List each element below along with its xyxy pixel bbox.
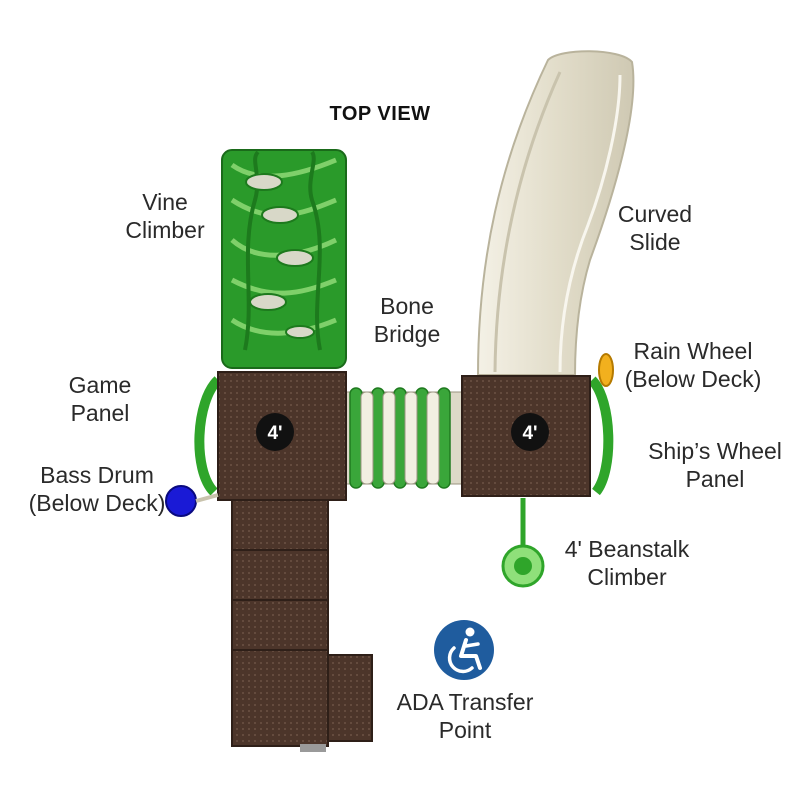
left-deck: 4'	[217, 371, 347, 501]
vine-climber	[221, 149, 347, 369]
ships-wheel-panel	[588, 376, 614, 496]
game-panel	[194, 376, 222, 496]
label-bass-drum: Bass Drum(Below Deck)	[28, 462, 166, 516]
beanstalk-climber	[501, 498, 545, 588]
deck-height-right: 4'	[522, 423, 537, 444]
deck-height-badge-left	[256, 413, 294, 451]
ramp	[231, 499, 373, 752]
deck-height-badge-right	[511, 413, 549, 451]
diagram-title: TOP VIEW	[329, 103, 431, 125]
curved-slide	[476, 50, 635, 376]
wheelchair-accessibility-icon	[434, 620, 494, 680]
rain-wheel	[598, 353, 614, 387]
right-deck: 4'	[461, 375, 591, 497]
label-rain-wheel: Rain Wheel(Below Deck)	[624, 338, 762, 392]
transfer-platform	[231, 649, 329, 747]
bone-bridge	[344, 387, 464, 489]
deck-height-left: 4'	[267, 423, 282, 444]
